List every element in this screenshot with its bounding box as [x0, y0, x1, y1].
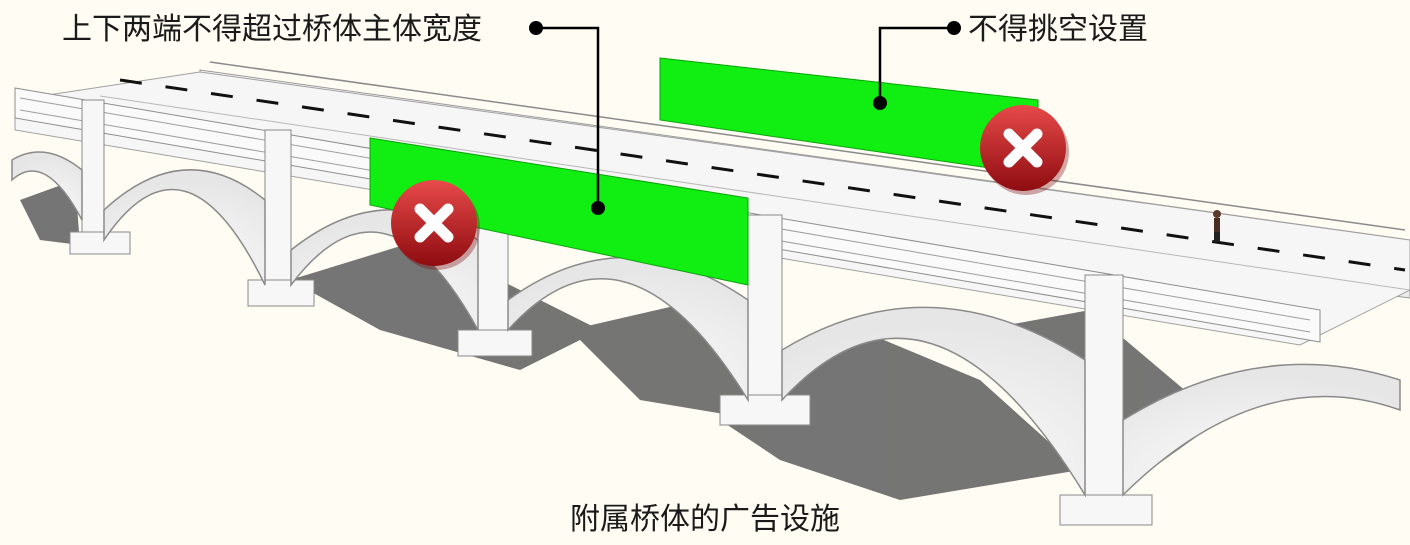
billboard-near — [369, 137, 749, 286]
callout-no-overhang: 不得挑空设置 — [968, 12, 1148, 47]
x-cross-icon — [391, 180, 480, 270]
callout-lines — [536, 26, 954, 208]
callout-dots — [529, 21, 961, 215]
x-cross-icon — [980, 105, 1069, 195]
callout-width-limit: 上下两端不得超过桥体主体宽度 — [62, 12, 482, 47]
person-figure — [1213, 210, 1221, 242]
figure-caption: 附属桥体的广告设施 — [570, 502, 840, 537]
